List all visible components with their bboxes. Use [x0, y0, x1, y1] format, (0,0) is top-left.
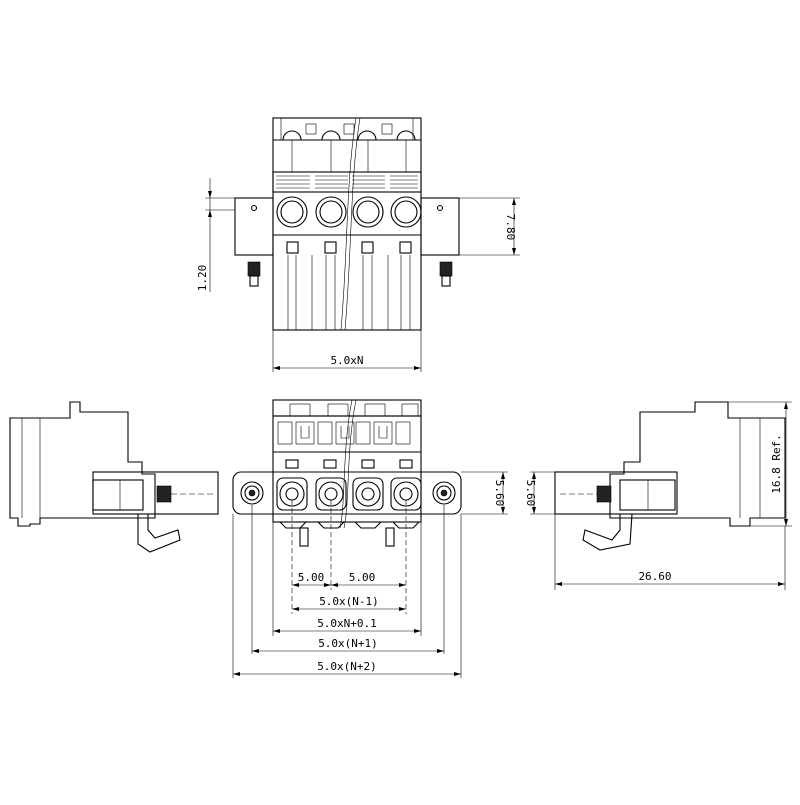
top-view [205, 117, 520, 372]
dim-right-depth: 26.60 [638, 570, 671, 583]
dim-front-height: 5.60 [493, 480, 506, 507]
dim-front-n-plus-1: 5.0x(N+1) [318, 637, 378, 650]
front-view [232, 399, 508, 678]
dim-top-width: 5.0xN [330, 354, 363, 367]
left-side-view [9, 401, 219, 553]
dim-right-height: 5.60 [524, 480, 537, 507]
dim-right-total-height: 16.8 Ref. [770, 434, 783, 494]
dim-front-n-plus-2: 5.0x(N+2) [317, 660, 377, 673]
dim-top-height: 7.80 [504, 214, 517, 241]
right-side-view [530, 401, 792, 590]
dim-front-n-plus-0-1: 5.0xN+0.1 [317, 617, 377, 630]
dim-front-pitch-left: 5.00 [298, 571, 325, 584]
dim-top-offset: 1.20 [196, 265, 209, 292]
dim-front-n-minus-1: 5.0x(N-1) [319, 595, 379, 608]
dim-front-pitch-right: 5.00 [349, 571, 376, 584]
